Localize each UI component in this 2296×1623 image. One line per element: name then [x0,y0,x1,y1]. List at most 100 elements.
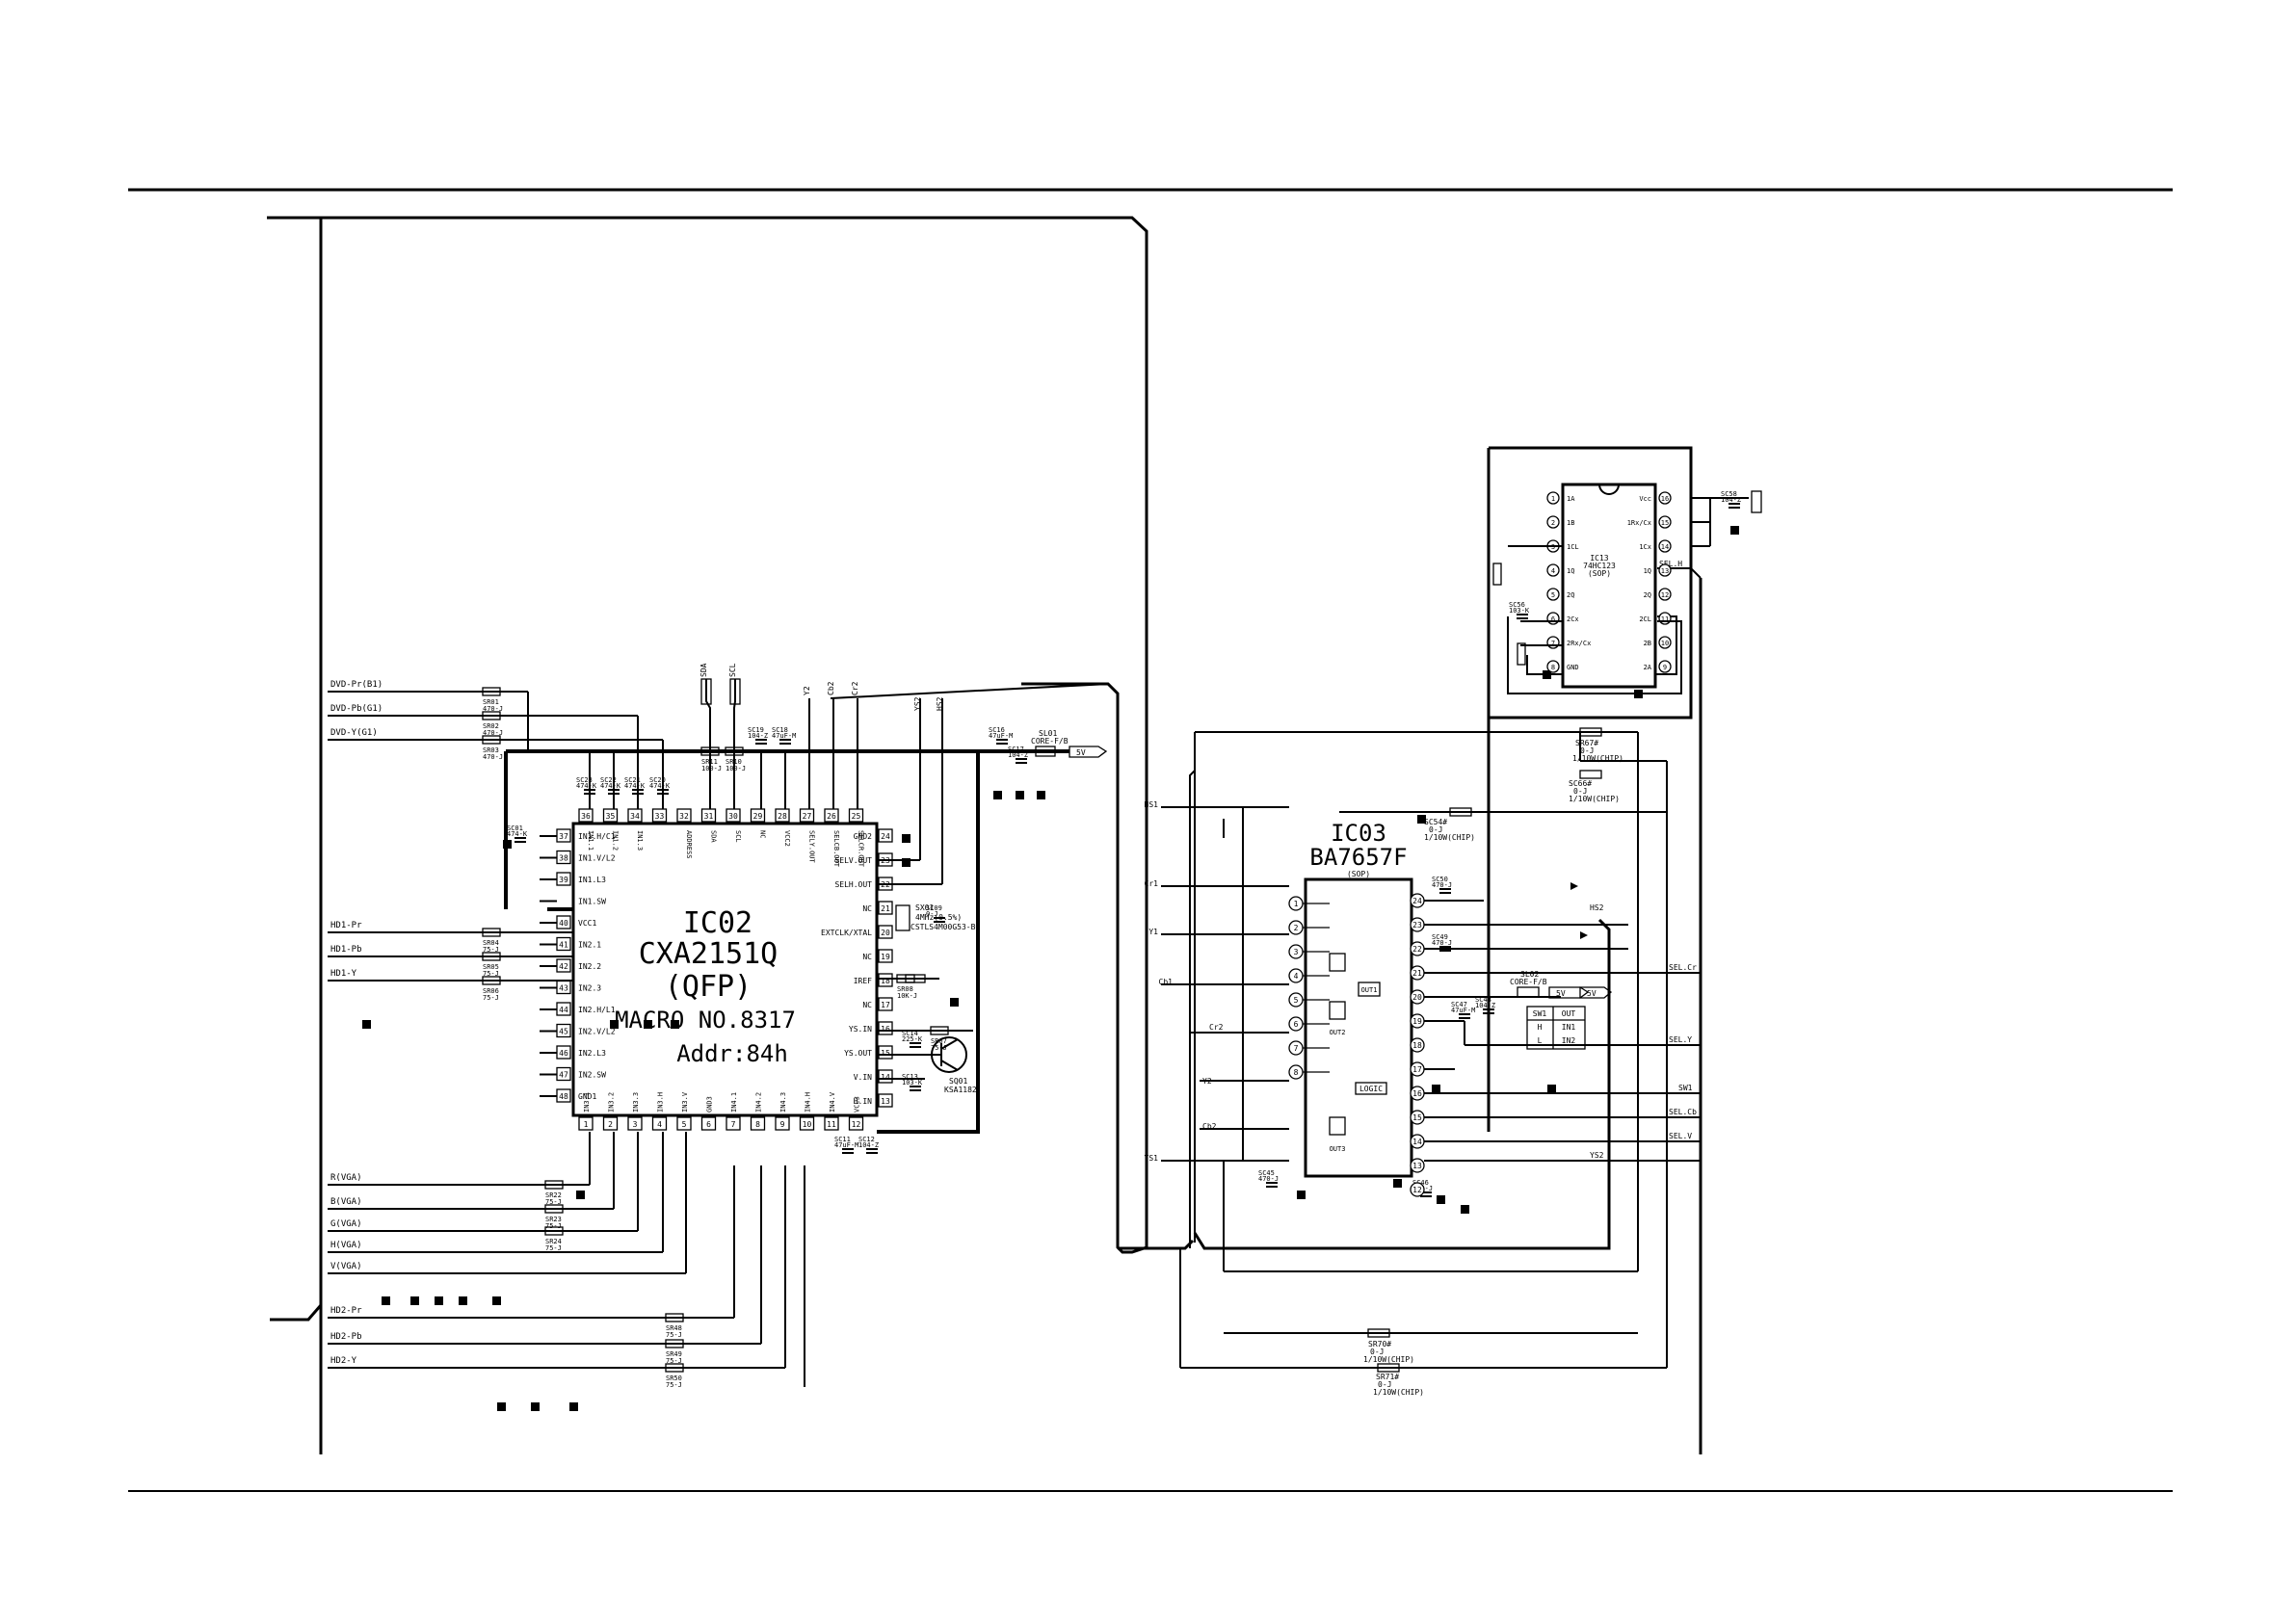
resistor-ref: SR48 [666,1324,682,1332]
capacitor-val: 104-Z [748,732,768,740]
ic02-pin-box [651,1116,668,1131]
resistor [482,952,501,961]
ic03-logic-box [1355,1082,1387,1095]
resistor-val: 75-J [483,946,499,954]
resistor-val: 75-J [666,1331,682,1339]
capacitor-ref: SC48 [1475,996,1491,1004]
ic02-pin-name: IN3.V [681,1091,689,1113]
net-y2-top: Y2 [803,686,811,695]
ground-icon [435,1296,443,1305]
resistor [725,746,744,756]
net-hd1-pb: HD1-Pb [330,945,362,955]
net-hd2-y: HD2-Y [330,1356,357,1366]
capacitor-val: 47uF-M [1451,1007,1475,1014]
ic02-pin-num: 10 [803,1120,812,1129]
capacitor-val: 104-Z [1721,496,1741,504]
ic03-pin-num: 22 [1412,945,1422,954]
ground-icon [576,1191,585,1199]
capacitor-ref: SC23 [576,776,593,784]
ic02-pin-num: 25 [852,812,861,821]
ground-icon [644,1020,652,1029]
ic02-pin-num: 2 [608,1120,613,1129]
ic02-pin-name: NC [862,1001,872,1009]
capacitor-ref: SC56 [1509,601,1525,609]
ic02-pin-num: 40 [559,919,568,928]
net-sw1: SW1 [1678,1084,1693,1092]
ground-icon [1037,791,1045,799]
sr71-ref: SR71# [1376,1373,1399,1381]
ground-icon [382,1296,390,1305]
ic02-pin-num: 37 [559,832,568,841]
ic02-pin-num: 38 [559,854,568,863]
net-dvd-pb: DVD-Pb(G1) [330,704,383,714]
ic13-pin-num: 12 [1661,591,1669,599]
capacitor-ref: SC21 [624,776,641,784]
ic02-pin-name: IREF [854,977,872,985]
ic13-package: (SOP) [1588,569,1611,578]
resistor [544,1180,564,1190]
capacitor-ref: SC58 [1721,490,1737,498]
ground-icon [492,1296,501,1305]
ic13-pin-name: 2Q [1644,591,1651,599]
ic13-pin-circle [1546,660,1560,673]
ic02-pin-num: 14 [881,1073,890,1082]
ic02-pin-name: SDA [710,830,718,843]
ic02-pin-box [602,808,619,823]
ic02-right-pins: 24GND223SELV.OUT22SELH.OUT21NC20EXTCLK/X… [821,828,893,1108]
capacitor-ref: SC09 [926,904,942,912]
ic02-pin-box [878,997,893,1011]
ic02-pin-name: VCC2 [783,830,791,847]
resistor-ref: SR11 [701,758,718,766]
capacitor-ref: SC01 [507,825,523,832]
sr67-note: 1/10W(CHIP) [1572,754,1623,763]
truth-r2c1: L [1538,1036,1543,1045]
ic02-chip: IC02 CXA2151Q (QFP) MACRO NO.8317 Addr:8… [540,808,893,1131]
truth-header-out: OUT [1562,1009,1576,1018]
net-r-vga: R(VGA) [330,1173,362,1183]
ic02-pin-name: IN2.L3 [578,1049,606,1058]
ic02-pin-name: IN1.H/C1 [578,832,616,841]
ic03-ref: IC03 [1331,820,1386,847]
net-v-vga: V(VGA) [330,1262,362,1271]
ic13-pin-name: 1Q [1567,567,1574,575]
ic02-pin-name: IN3.3 [632,1092,640,1113]
sr70-ref: SR70# [1368,1340,1391,1348]
supply-5v-label-1: 5V [1076,748,1086,757]
ic02-pin-num: 6 [706,1120,711,1129]
resistor [482,928,501,937]
ic03-pin-num: 19 [1412,1017,1422,1026]
ic03-pin-num: 13 [1412,1162,1422,1170]
ic02-pin-box [627,808,643,823]
ic02-pin-num: 19 [881,953,890,961]
ic02-pin-name: IN4.H [805,1092,812,1113]
net-sda: SDA [699,663,708,677]
ground-icon [503,840,512,849]
ic03-parts: SL02 CORE-F/B 5V 5V [1510,882,1613,999]
net-cb1: Cb1 [1159,978,1174,986]
resistor-val: 100-J [726,765,746,772]
ic13-pin-circle [1546,491,1560,505]
ground-symbols [362,526,1739,1411]
sr71-note: 1/10W(CHIP) [1373,1388,1424,1397]
resistor [544,1204,564,1214]
resistor-ref: SR22 [545,1191,562,1199]
ic02-pin-box [726,1116,741,1131]
ic02-pin-num: 13 [881,1097,890,1106]
net-cb2: Cb2 [1202,1122,1217,1131]
sr71-val: 0-J [1378,1380,1391,1389]
capacitor-ref: SC16 [989,726,1005,734]
ic02-pin-name: IN2.SW [578,1071,606,1080]
ic13-pin-name: 2Rx/Cx [1567,640,1591,647]
net-g-vga: G(VGA) [330,1219,362,1229]
ic03-pin-num: 6 [1294,1020,1299,1029]
ic13-pin-num: 2 [1551,519,1555,527]
ic13-pin-circle [1546,588,1560,601]
ic03-pin-num: 17 [1412,1065,1422,1074]
crystal-ref: SX01 [915,903,934,912]
supply-5v-2 [1548,986,1590,999]
ic02-pin-box [700,808,717,823]
resistor [482,735,501,745]
truth-table: SW1 OUT H IN1 L IN2 [1526,1006,1586,1050]
ic02-pin-name: SCL [734,830,742,843]
